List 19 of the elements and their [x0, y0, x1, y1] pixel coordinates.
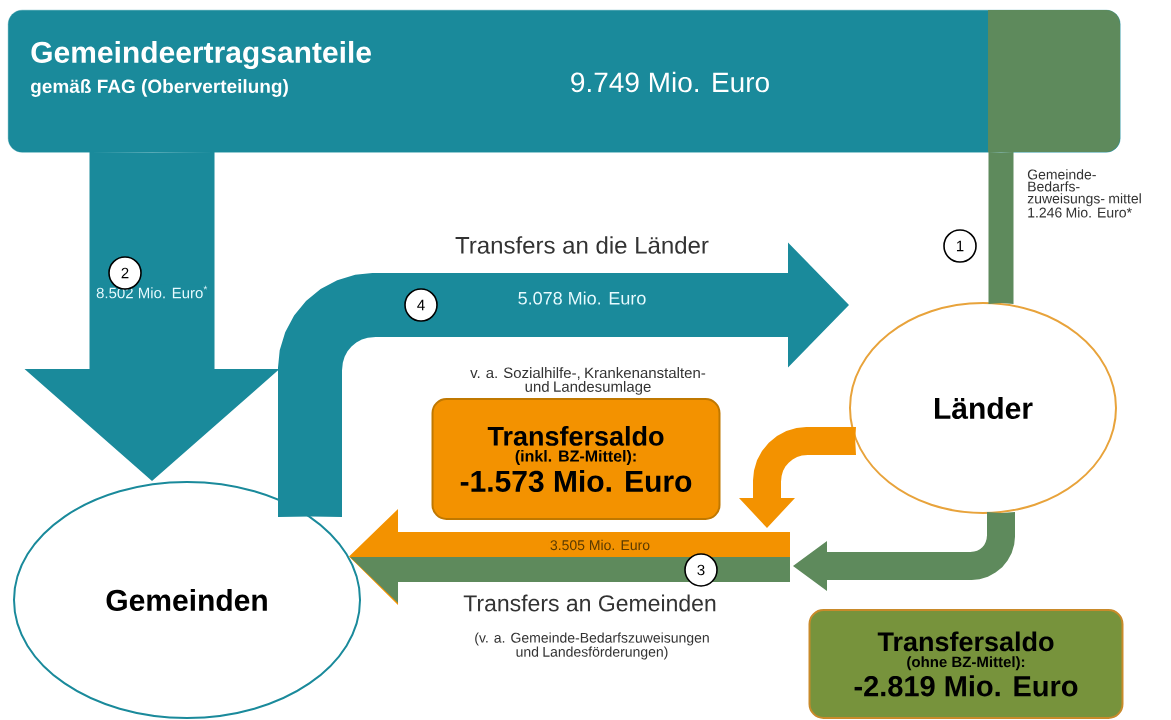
arrow	[793, 512, 1015, 591]
arrow	[349, 509, 790, 605]
summary-box: Transfersaldo (inkl. BZ-Mittel): -1.573 Mio. Euro	[431, 398, 721, 520]
annotation-text: Transfers an Gemeinden	[463, 594, 716, 612]
arrow	[24, 152, 280, 481]
callout-number: 4	[404, 288, 438, 322]
annotation-text: v. a. Sozialhilfe-, Krankenanstalten- und Landesumlage	[470, 367, 706, 395]
callout-number: 1	[943, 229, 977, 263]
arrow	[278, 242, 849, 517]
ellipse-node: Gemeinden	[13, 481, 361, 719]
annotation-text: (v. a. Gemeinde-Bedarfszuweisungen und Landesförderungen)	[475, 632, 709, 660]
edge-label: Gemeinde- Bedarfs- zuweisungs- mittel 1.246 Mio. Euro*	[1026, 168, 1145, 219]
annotation-text: Transfers an die Länder	[455, 236, 709, 254]
callout-number: 3	[684, 553, 718, 587]
ellipse-node: Länder	[849, 302, 1117, 514]
header-bar: Gemeindeertragsanteile gemäß FAG (Oberverteilung) 9.749 Mio. Euro	[8, 10, 1121, 153]
edge-label: 5.078 Mio. Euro	[516, 290, 648, 306]
summary-box: Transfersaldo (ohne BZ-Mittel): -2.819 Mio. Euro	[808, 609, 1124, 719]
arrow	[988, 152, 1014, 304]
